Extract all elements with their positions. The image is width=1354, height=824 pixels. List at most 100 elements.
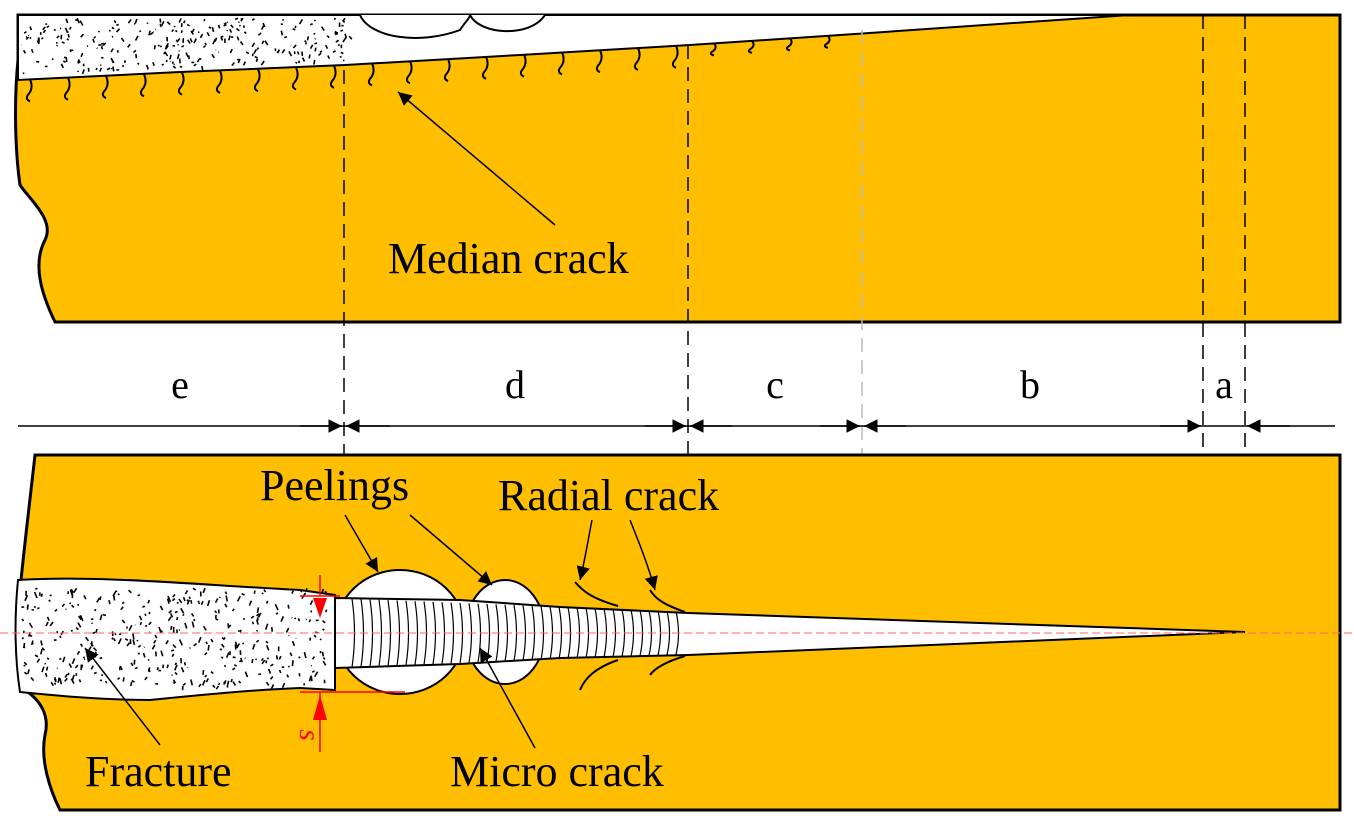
debris-speck [205, 678, 210, 683]
debris-speck [147, 658, 150, 661]
debris-speck [110, 48, 114, 53]
debris-speck [64, 677, 68, 682]
debris-speck [334, 30, 339, 35]
debris-speck [344, 33, 348, 39]
debris-speck [296, 51, 300, 55]
debris-speck [220, 656, 224, 659]
debris-speck [214, 617, 219, 621]
debris-speck [83, 594, 87, 600]
debris-speck [212, 684, 216, 689]
debris-speck [134, 35, 139, 41]
debris-speck [262, 22, 266, 28]
debris-speck [236, 58, 240, 61]
debris-speck [111, 59, 115, 64]
debris-speck [91, 622, 94, 625]
debris-speck [291, 590, 294, 594]
debris-speck [278, 669, 282, 674]
debris-speck [167, 595, 172, 603]
debris-speck [309, 44, 314, 50]
debris-speck [174, 664, 178, 671]
debris-speck [265, 681, 270, 686]
debris-speck [184, 622, 188, 629]
median-crack-tick [405, 60, 413, 85]
debris-speck [217, 682, 221, 686]
debris-speck [152, 61, 155, 67]
label-peelings: Peelings [260, 461, 409, 510]
debris-speck [261, 40, 265, 45]
debris-speck [45, 621, 49, 627]
peeling-bump-top-2 [469, 14, 546, 33]
leader-median-crack [397, 91, 556, 226]
debris-speck [167, 616, 172, 622]
debris-speck [175, 39, 178, 42]
debris-speck [180, 607, 185, 614]
debris-speck [298, 656, 301, 659]
debris-speck [50, 681, 55, 687]
debris-speck [23, 31, 27, 34]
debris-speck [223, 22, 227, 25]
debris-speck [304, 39, 308, 44]
debris-speck [148, 621, 152, 626]
debris-speck [22, 642, 26, 649]
debris-speck [151, 644, 156, 650]
debris-speck [223, 664, 227, 668]
debris-speck [339, 55, 342, 59]
debris-speck [197, 31, 200, 34]
debris-speck [178, 639, 184, 646]
debris-speck [93, 608, 97, 612]
debris-speck [24, 594, 29, 602]
debris-speck [197, 600, 200, 603]
debris-texture-top [21, 17, 353, 75]
debris-speck [308, 676, 312, 682]
debris-speck [23, 664, 26, 667]
debris-speck [171, 649, 175, 652]
debris-speck [104, 680, 108, 684]
debris-speck [42, 29, 47, 34]
side-view-workpiece [14, 13, 1342, 324]
debris-speck [313, 634, 317, 638]
debris-speck [239, 657, 243, 663]
debris-speck [321, 588, 325, 594]
debris-speck [174, 671, 178, 676]
debris-speck [149, 31, 154, 36]
debris-speck [160, 21, 165, 27]
debris-speck [178, 598, 183, 604]
debris-speck [99, 67, 103, 72]
debris-speck [57, 677, 61, 683]
debris-speck [223, 24, 227, 27]
debris-speck [106, 67, 111, 71]
debris-speck [207, 644, 210, 651]
debris-speck [54, 608, 58, 612]
debris-speck [340, 29, 344, 32]
debris-texture-bottom [21, 587, 328, 691]
zone-dimension-line: e d c b a [18, 362, 1335, 433]
debris-speck [77, 622, 82, 628]
leader-micro-crack [479, 647, 536, 749]
debris-speck [244, 671, 249, 678]
debris-speck [276, 49, 281, 54]
debris-speck [127, 18, 132, 24]
zone-label-d: d [505, 362, 525, 407]
debris-speck [337, 43, 341, 47]
debris-speck [172, 44, 176, 47]
debris-speck [62, 60, 67, 64]
debris-speck [40, 593, 43, 597]
debris-speck [348, 35, 353, 40]
debris-speck [205, 641, 208, 645]
debris-speck [235, 27, 240, 32]
debris-speck [200, 600, 204, 605]
debris-speck [164, 44, 169, 50]
debris-speck [68, 26, 72, 30]
debris-speck [148, 30, 151, 36]
debris-speck [102, 42, 107, 46]
debris-speck [65, 57, 68, 63]
debris-speck [134, 18, 138, 24]
debris-speck [256, 47, 260, 50]
debris-speck [111, 35, 114, 38]
debris-speck [297, 618, 301, 622]
debris-speck [294, 617, 297, 620]
debris-speck [236, 36, 240, 41]
debris-speck [257, 612, 262, 618]
s-arrow-upper [313, 598, 327, 618]
debris-speck [303, 651, 307, 659]
